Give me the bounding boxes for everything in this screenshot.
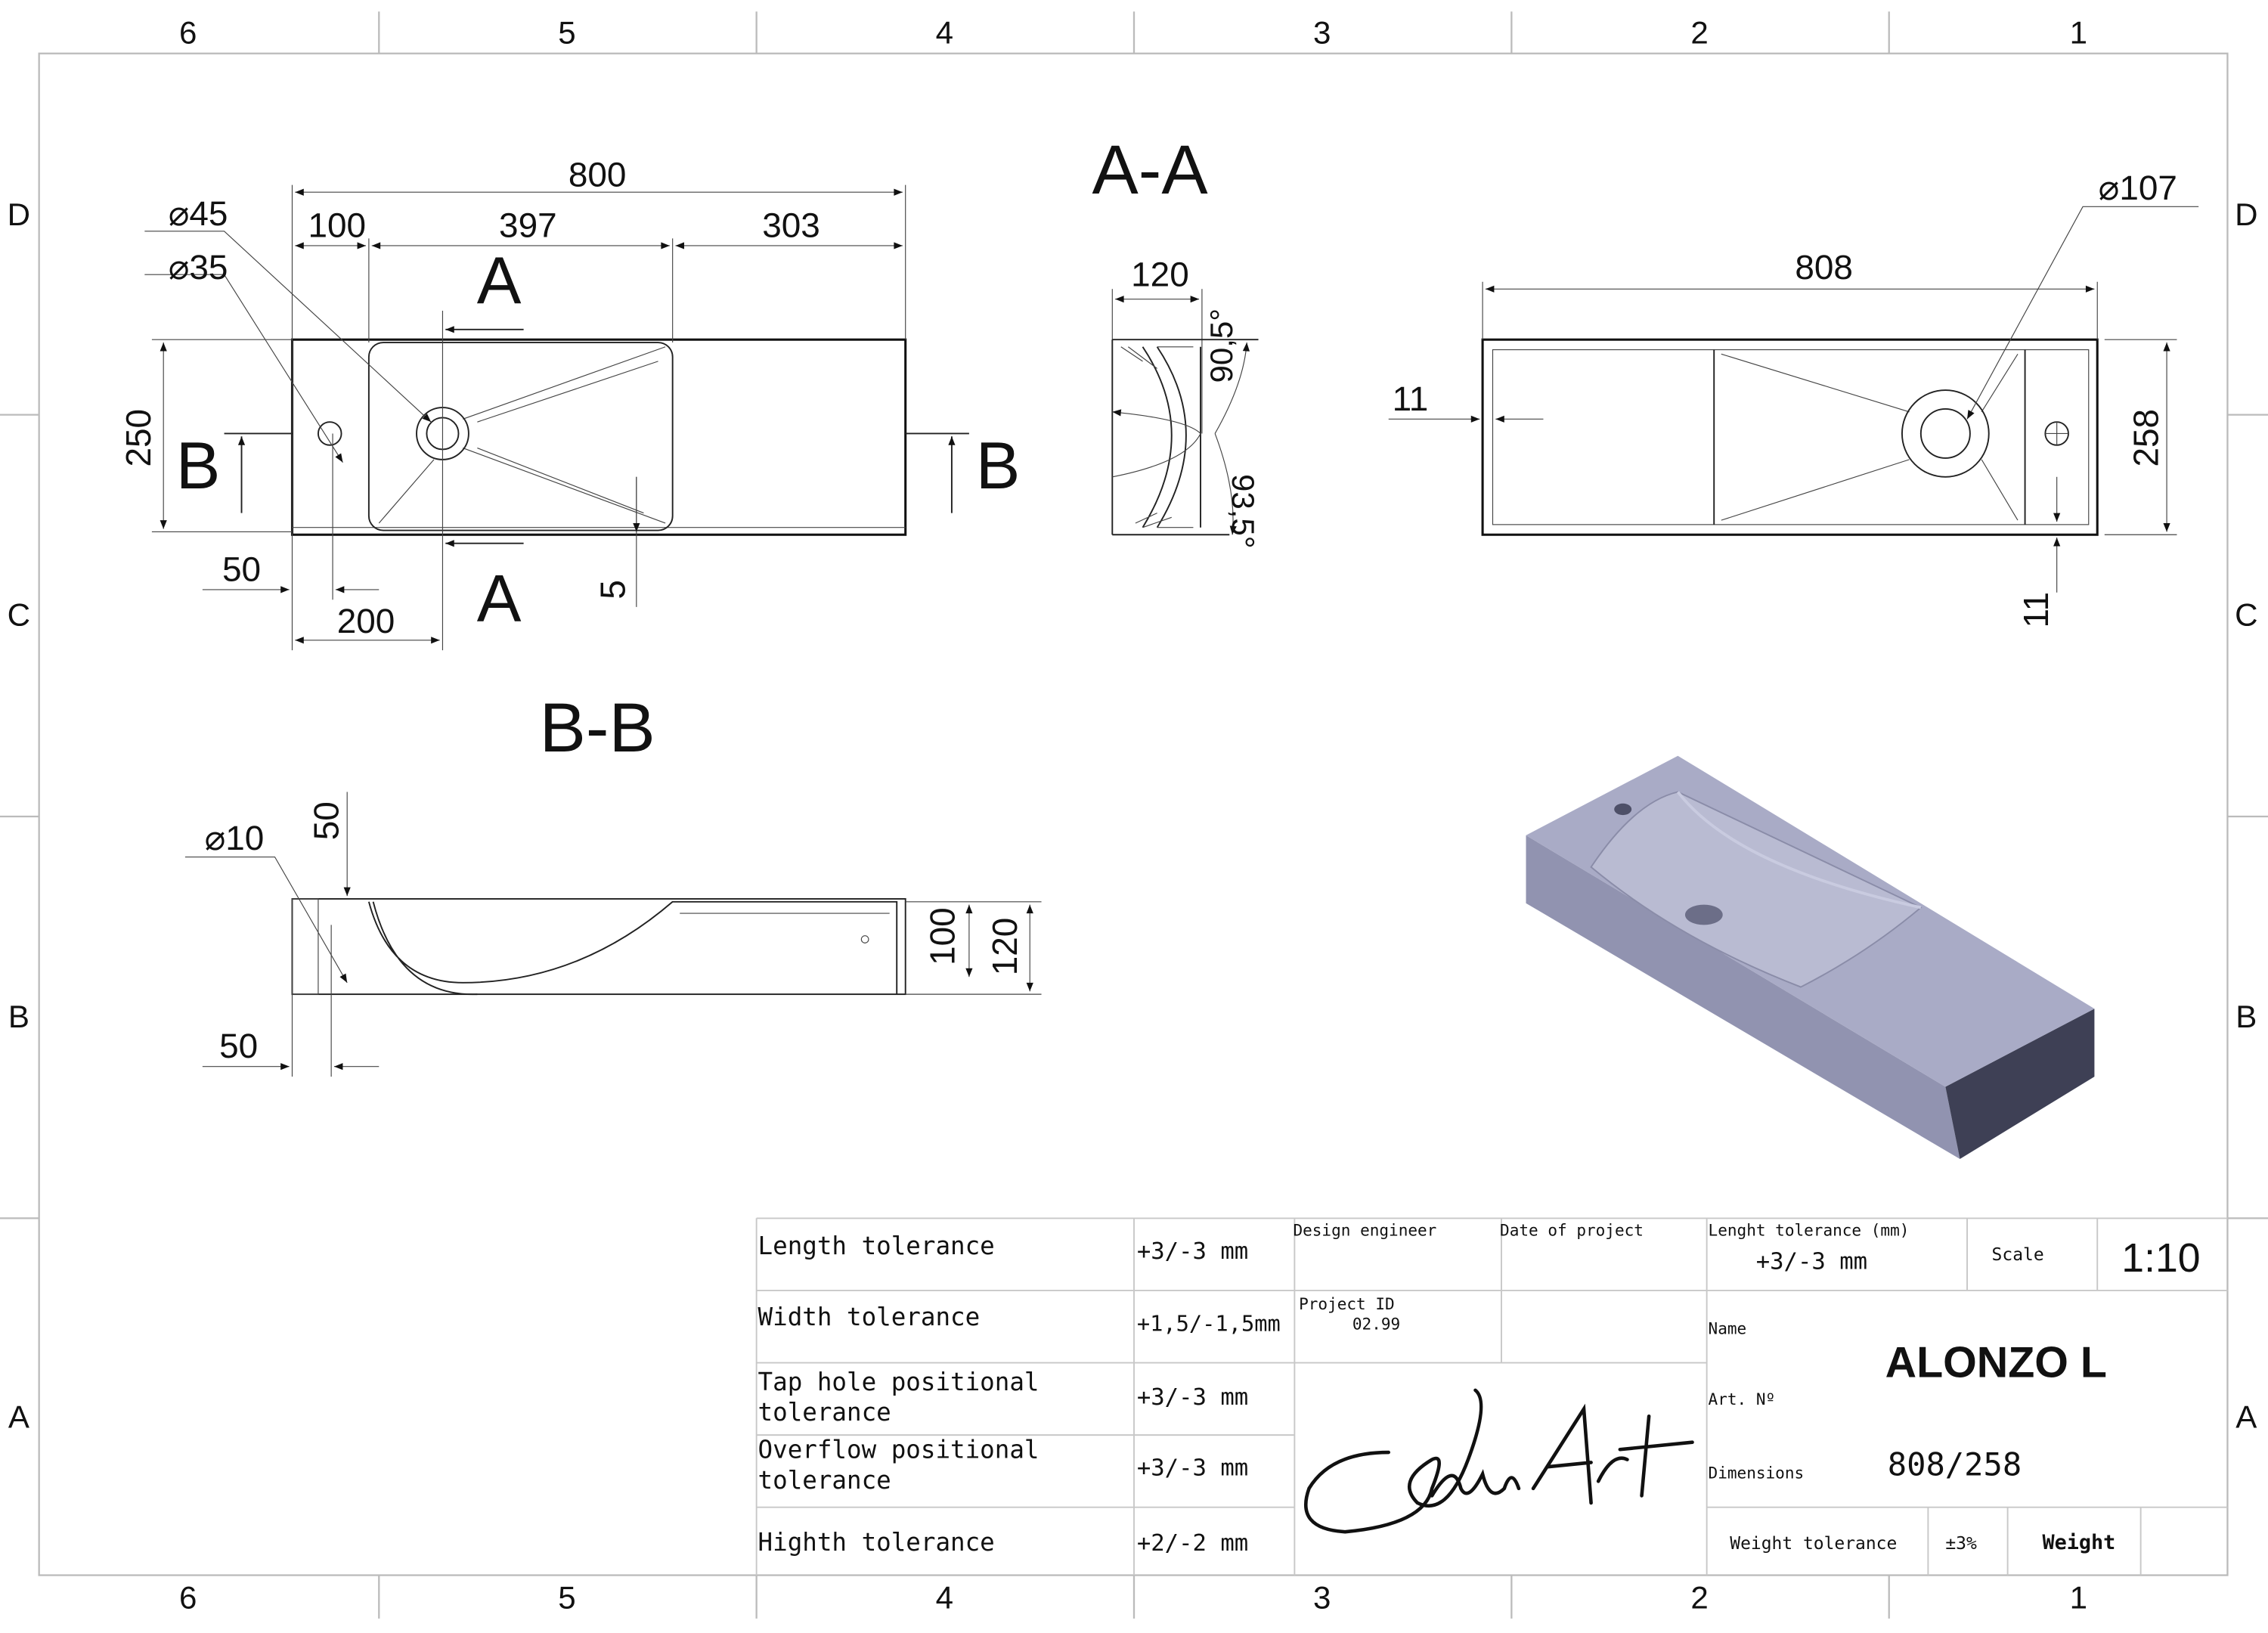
tolerance-label: Width tolerance: [758, 1303, 981, 1331]
weight-label: Weight: [2043, 1531, 2116, 1554]
section-aa-title: A-A: [1092, 132, 1209, 209]
dim-wall-bottom: 11: [2016, 592, 2056, 628]
scale-label: Scale: [1992, 1245, 2044, 1265]
lunart-signature-logo: [1304, 1388, 1694, 1534]
dim-wall: 5: [593, 580, 633, 600]
section-label-a: A: [477, 561, 522, 636]
row-label: A: [2235, 1399, 2257, 1435]
dia-drain-outer: ⌀45: [169, 194, 228, 233]
column-label: 4: [936, 1580, 953, 1616]
tolerance-value: +2/-2 mm: [1137, 1530, 1248, 1557]
row-label: B: [8, 999, 29, 1034]
column-label: 1: [2070, 14, 2087, 50]
row-label: C: [2235, 597, 2257, 633]
section-aa: A-A 120 90,5° 93,5°: [1092, 132, 1262, 548]
column-label: 6: [179, 14, 197, 50]
tolerance-label: tolerance: [758, 1466, 891, 1495]
tolerance-value: +1,5/-1,5mm: [1137, 1311, 1281, 1337]
dia-drain: ⌀107: [2099, 168, 2177, 207]
dim-height: 120: [985, 918, 1024, 976]
render-basin: [1590, 791, 1923, 988]
tolerance-label: tolerance: [758, 1398, 891, 1427]
dim-left: 100: [308, 206, 366, 245]
tolerance-label: Length tolerance: [758, 1232, 995, 1260]
date-label: Date of project: [1500, 1220, 1644, 1239]
tolerance-value: +3/-3 mm: [1137, 1384, 1248, 1411]
section-label-b: B: [976, 428, 1021, 503]
column-label: 4: [936, 14, 953, 50]
dia-drain-inner: ⌀35: [169, 247, 228, 287]
render-tap-hole: [1614, 803, 1632, 816]
tolerance-value: +3/-3 mm: [1137, 1455, 1248, 1482]
row-label: A: [8, 1399, 29, 1435]
drain-hole: [1901, 389, 1990, 478]
section-label-b: B: [176, 428, 221, 503]
dim-total-length: 800: [569, 155, 627, 194]
tolerance-label: Overflow positional: [758, 1436, 1040, 1464]
render-drain: [1684, 904, 1723, 925]
dim-right: 303: [762, 206, 820, 245]
column-label: 6: [179, 1580, 197, 1616]
dim-top: 50: [307, 801, 346, 840]
row-label: B: [2235, 999, 2257, 1034]
tap-hole: [317, 421, 342, 446]
column-label: 3: [1313, 1580, 1331, 1616]
weight-tolerance-value: ±3%: [1945, 1534, 1977, 1554]
dim-basin: 397: [499, 206, 557, 245]
row-label: D: [2235, 197, 2257, 232]
length-tolerance-value: +3/-3 mm: [1756, 1248, 1867, 1275]
dim-width: 250: [119, 409, 158, 467]
isometric-render: [1526, 755, 2095, 1160]
angle-bottom: 93,5°: [1225, 474, 1261, 549]
dim-wall-left: 11: [1393, 379, 1429, 418]
dimensions-label: Dimensions: [1709, 1463, 1805, 1482]
project-id: 02.99: [1352, 1315, 1400, 1334]
design-engineer-label: Design engineer: [1293, 1220, 1436, 1239]
column-label: 3: [1313, 14, 1331, 50]
render-end-face: [1945, 1009, 2095, 1160]
section-bb-title: B-B: [540, 689, 655, 767]
top-view: 800 100 397 303 ⌀45 ⌀35 250 50 200 5 A A…: [119, 155, 1021, 651]
angle-top: 90,5°: [1204, 308, 1239, 383]
column-label: 1: [2070, 1580, 2087, 1616]
product-name: ALONZO L: [1885, 1339, 2107, 1387]
project-id-label: Project ID: [1299, 1294, 1395, 1313]
render-front-face: [1526, 835, 1960, 1160]
row-label: C: [8, 597, 30, 633]
tolerance-label: Tap hole positional: [758, 1368, 1040, 1396]
dia-overflow: ⌀10: [205, 818, 265, 857]
column-label: 5: [558, 14, 575, 50]
dim-drain-offset: 200: [337, 601, 395, 640]
title-block: Length tolerance Width tolerance Tap hol…: [755, 1217, 2228, 1576]
name-label: Name: [1709, 1318, 1747, 1337]
column-label: 2: [1690, 14, 1708, 50]
bottom-view: 808 ⌀107 11 258 11: [1388, 168, 2199, 628]
dim-inner-height: 100: [923, 907, 962, 965]
column-label: 5: [558, 1580, 575, 1616]
dim-tap-offset: 50: [222, 549, 261, 588]
column-label: 2: [1690, 1580, 1708, 1616]
scale-value: 1:10: [2121, 1236, 2200, 1281]
dim-height: 120: [1131, 254, 1189, 293]
art-number-label: Art. Nº: [1709, 1390, 1776, 1408]
tolerance-label: Highth tolerance: [758, 1528, 995, 1557]
section-bb: B-B 50 ⌀10 100 120 50: [184, 689, 1042, 1077]
tolerance-value: +3/-3 mm: [1137, 1238, 1248, 1265]
section-label-a: A: [477, 243, 522, 318]
dimensions-value: 808/258: [1888, 1446, 2022, 1483]
dim-depth: 258: [2127, 409, 2166, 467]
dim-offset: 50: [219, 1026, 258, 1065]
dim-length: 808: [1795, 247, 1853, 287]
length-tolerance-label: Lenght tolerance (mm): [1709, 1220, 1910, 1239]
weight-tolerance-label: Weight tolerance: [1730, 1534, 1897, 1554]
row-label: D: [8, 197, 30, 232]
